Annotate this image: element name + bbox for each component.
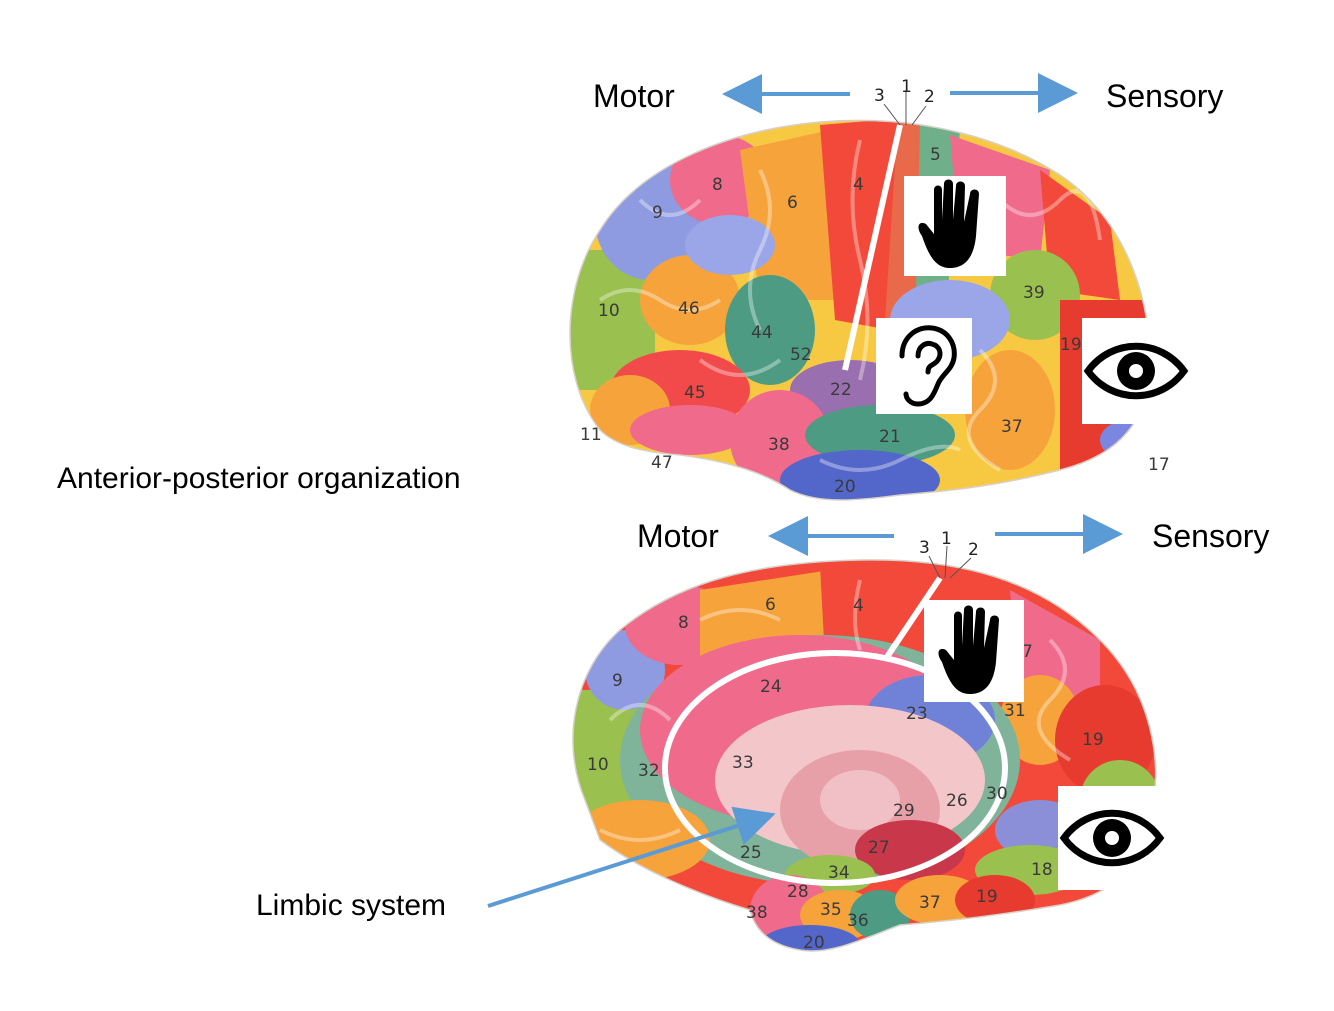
- svg-text:21: 21: [879, 427, 901, 447]
- svg-text:29: 29: [893, 801, 915, 821]
- svg-text:19: 19: [1082, 730, 1104, 750]
- central-line-top: [842, 124, 903, 371]
- ear-icon: [876, 318, 972, 414]
- svg-text:22: 22: [830, 380, 852, 400]
- limbic-pointer-arrow: [487, 806, 776, 908]
- svg-text:37: 37: [919, 893, 941, 913]
- svg-text:24: 24: [760, 677, 782, 697]
- svg-text:37: 37: [1001, 417, 1023, 437]
- hand-icon: [924, 600, 1024, 702]
- svg-text:30: 30: [986, 784, 1008, 804]
- svg-text:32: 32: [638, 761, 660, 781]
- svg-text:10: 10: [587, 755, 609, 775]
- svg-text:6: 6: [787, 193, 798, 213]
- svg-text:11: 11: [580, 425, 602, 445]
- eye-icon: [1082, 318, 1190, 424]
- svg-text:3: 3: [874, 86, 885, 106]
- svg-text:1: 1: [901, 77, 912, 97]
- motor-label-top: Motor: [593, 78, 675, 114]
- svg-text:1: 1: [941, 529, 952, 549]
- svg-text:28: 28: [787, 882, 809, 902]
- medial-brain: [572, 559, 1156, 951]
- svg-text:36: 36: [847, 911, 869, 931]
- motor-label-bottom: Motor: [637, 518, 719, 554]
- svg-text:2: 2: [968, 540, 979, 560]
- eye-icon: [1058, 786, 1166, 890]
- svg-text:4: 4: [853, 596, 864, 616]
- sensory-label-top: Sensory: [1106, 78, 1224, 114]
- hand-icon: [904, 176, 1006, 276]
- svg-text:2: 2: [924, 87, 935, 107]
- svg-text:33: 33: [732, 753, 754, 773]
- svg-text:39: 39: [1023, 283, 1045, 303]
- limbic-outline: [662, 650, 1008, 886]
- svg-text:5: 5: [930, 145, 941, 165]
- organization-label: Anterior-posterior organization: [57, 462, 461, 495]
- svg-text:9: 9: [612, 671, 623, 691]
- svg-text:26: 26: [946, 791, 968, 811]
- svg-text:10: 10: [598, 301, 620, 321]
- svg-text:44: 44: [751, 323, 773, 343]
- central-line-bottom: [882, 576, 943, 662]
- svg-text:4: 4: [853, 175, 864, 195]
- svg-text:20: 20: [834, 477, 856, 497]
- svg-text:6: 6: [765, 595, 776, 615]
- svg-text:27: 27: [868, 838, 890, 858]
- svg-text:38: 38: [746, 903, 768, 923]
- svg-text:34: 34: [828, 863, 850, 883]
- svg-text:8: 8: [712, 175, 723, 195]
- svg-text:23: 23: [906, 704, 928, 724]
- svg-text:3: 3: [919, 538, 930, 558]
- svg-text:17: 17: [1148, 455, 1170, 475]
- lateral-area-numbers: 3 1 2 5 4 8 6 9 10 46 44 52 45 22 11 47 …: [580, 77, 1170, 497]
- limbic-system-label: Limbic system: [256, 889, 447, 922]
- sensory-label-bottom: Sensory: [1152, 518, 1270, 554]
- svg-text:38: 38: [768, 435, 790, 455]
- svg-text:7: 7: [1022, 642, 1033, 662]
- svg-text:9: 9: [652, 203, 663, 223]
- svg-text:18: 18: [1031, 860, 1053, 880]
- svg-text:25: 25: [740, 843, 762, 863]
- svg-text:20: 20: [803, 933, 825, 953]
- svg-text:52: 52: [790, 345, 812, 365]
- svg-text:8: 8: [678, 613, 689, 633]
- svg-text:47: 47: [651, 453, 673, 473]
- svg-text:19: 19: [976, 887, 998, 907]
- svg-text:46: 46: [678, 299, 700, 319]
- svg-text:31: 31: [1004, 701, 1026, 721]
- svg-text:19: 19: [1060, 335, 1082, 355]
- svg-text:45: 45: [684, 383, 706, 403]
- svg-text:35: 35: [820, 900, 842, 920]
- medial-area-numbers: 3 1 2 6 4 8 7 24 9 23 31 19 10 32 33 29 …: [587, 529, 1104, 953]
